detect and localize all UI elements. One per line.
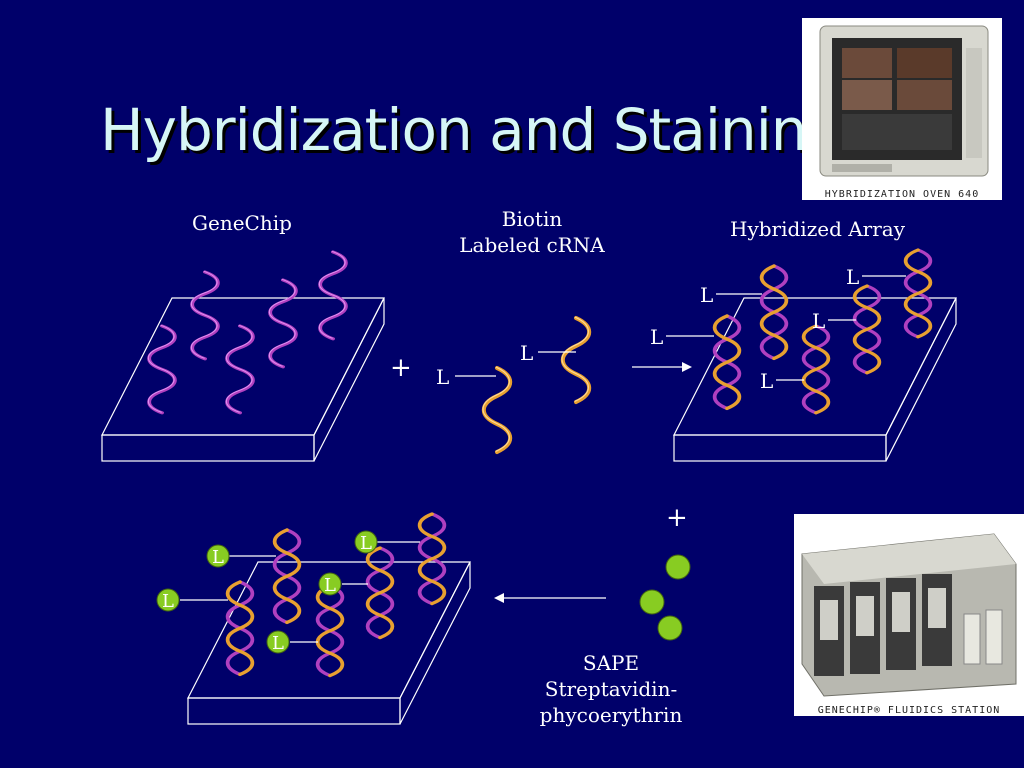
oven-caption: HYBRIDIZATION OVEN 640 <box>824 189 980 200</box>
ligand-label: L <box>812 309 825 333</box>
biotin-crna-label: Biotin Labeled cRNA <box>452 206 612 258</box>
fluidics-illustration <box>801 533 1017 697</box>
hybrid-duplex <box>417 512 447 606</box>
genechip-top-face <box>101 297 385 436</box>
sape-dot <box>665 554 691 580</box>
hybrid-duplex <box>852 284 882 375</box>
fluidics-caption: GENECHIP® FLUIDICS STATION <box>817 705 1001 716</box>
sape-bound-label: L <box>156 588 180 612</box>
hybridized-array-label: Hybridized Array <box>730 217 906 241</box>
genechip-label: GeneChip <box>192 211 292 235</box>
ligand-label: L <box>162 591 174 612</box>
ligand-label: L <box>520 341 533 365</box>
fluidics-station-photo: GENECHIP® FLUIDICS STATION <box>794 514 1024 716</box>
sape-label-line3: phycoerythrin <box>539 703 683 727</box>
ligand-label: L <box>360 533 372 554</box>
genechip-front-face <box>101 434 315 462</box>
sape-bound-label: L <box>266 630 290 654</box>
arrow-right <box>632 362 692 372</box>
biotin-label-line1: Biotin <box>501 207 563 231</box>
ligand-label: L <box>324 575 336 596</box>
hybrid-duplex <box>759 264 789 361</box>
crna-strand <box>483 367 510 452</box>
arrow-left <box>494 593 606 603</box>
sape-bound-label: L <box>206 544 230 568</box>
labeled-crna: L L <box>436 317 589 452</box>
slide-title: Hybridization and Staining <box>100 96 843 164</box>
hybridization-oven-photo: HYBRIDIZATION OVEN 640 <box>802 18 1002 200</box>
hybrid-duplex <box>712 314 742 411</box>
ligand-label: L <box>212 547 224 568</box>
ligand-label: L <box>650 325 663 349</box>
ligand-label: L <box>272 633 284 654</box>
crna-strand <box>562 317 589 402</box>
probe-strand <box>317 249 348 341</box>
hybrid-duplex <box>315 584 345 678</box>
sape-dot <box>657 615 683 641</box>
sape-label-line2: Streptavidin- <box>544 677 678 701</box>
sape-label: SAPE Streptavidin- phycoerythrin <box>536 650 686 728</box>
plus-sign-top: + <box>390 353 412 383</box>
hybrid-duplex <box>903 248 933 339</box>
hybrid-duplex <box>272 528 302 625</box>
plus-sign-bottom: + <box>666 503 688 533</box>
sape-dot <box>639 589 665 615</box>
sape-label-line1: SAPE <box>582 651 640 675</box>
probe-strand <box>224 323 255 415</box>
ligand-label: L <box>846 265 859 289</box>
oven-illustration <box>819 25 989 177</box>
ligand-label: L <box>436 365 449 389</box>
stained-array: L L L L L <box>156 512 471 725</box>
probe-strand <box>267 277 298 369</box>
probe-strand <box>146 323 177 415</box>
sape-bound-label: L <box>318 572 342 596</box>
biotin-label-line2: Labeled cRNA <box>459 233 605 257</box>
ligand-label: L <box>700 283 713 307</box>
sape-molecules <box>639 554 691 641</box>
probe-strand <box>189 269 220 361</box>
hybrid-duplex <box>801 324 831 415</box>
genechip-array <box>101 249 385 462</box>
genechip-side-face <box>313 297 385 462</box>
sape-bound-label: L <box>354 530 378 554</box>
ligand-label: L <box>760 369 773 393</box>
hybridized-array: L L L L L <box>650 248 957 462</box>
